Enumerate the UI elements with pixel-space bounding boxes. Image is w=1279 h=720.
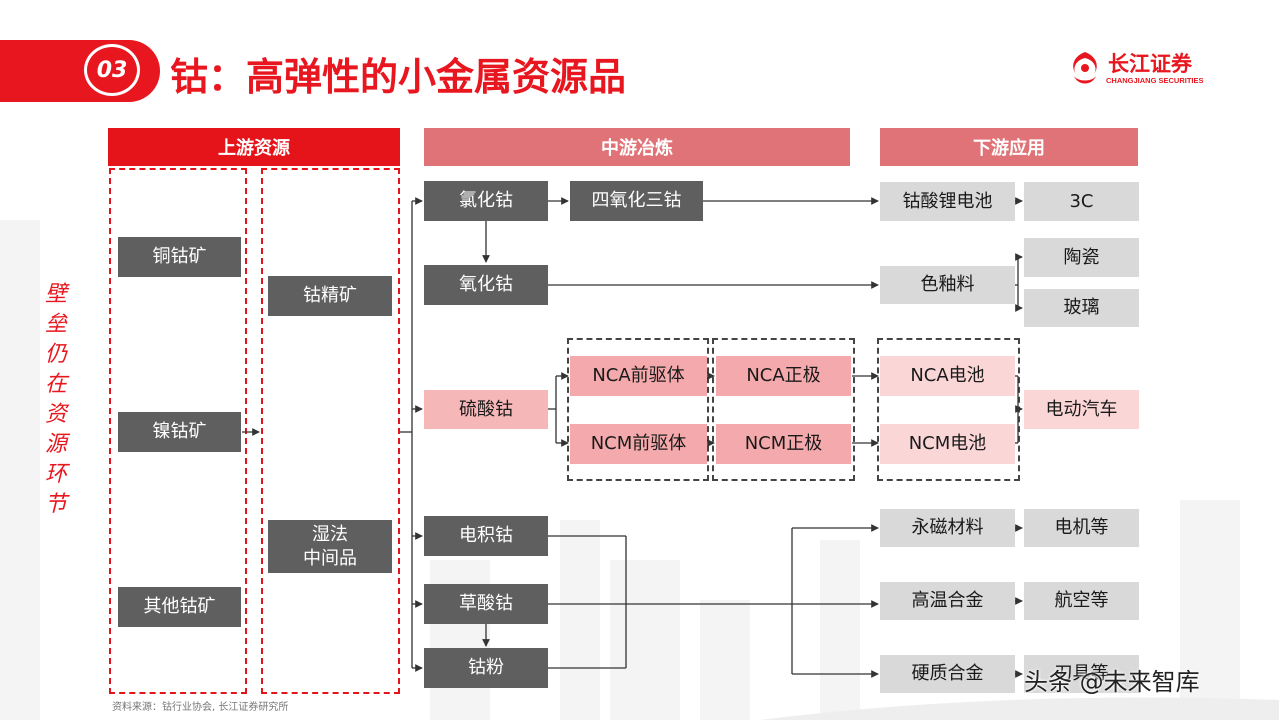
ncm-precursor: NCM前驱体 <box>570 424 707 464</box>
page-title: 钴：高弹性的小金属资源品 <box>170 55 627 99</box>
section-number-badge: 03 <box>84 44 140 96</box>
ore-nickel-cobalt: 镍钴矿 <box>118 412 241 452</box>
app-ceramics: 陶瓷 <box>1024 238 1139 277</box>
logo-english-name: CHANGJIANG SECURITIES <box>1106 76 1204 85</box>
logo-emblem-icon <box>1073 52 1097 84</box>
hydromet-intermediate: 湿法 中间品 <box>268 520 392 573</box>
app-aviation: 航空等 <box>1024 582 1139 620</box>
app-3c: 3C <box>1024 182 1139 221</box>
ore-group-frame <box>109 168 247 694</box>
app-glass: 玻璃 <box>1024 289 1139 327</box>
sidebar-char: 仍 <box>44 342 67 367</box>
app-tools: 刀具等 <box>1024 655 1139 693</box>
electrowon-cobalt: 电积钴 <box>424 516 548 556</box>
nca-battery: NCA电池 <box>880 356 1015 396</box>
logo-name: 长江证券 <box>1108 52 1192 76</box>
company-logo: 长江证券 CHANGJIANG SECURITIES <box>1066 48 1236 94</box>
permanent-magnet: 永磁材料 <box>880 509 1015 547</box>
cathode-group-frame <box>712 338 855 481</box>
cobalt-sulfate: 硫酸钴 <box>424 390 548 429</box>
cobalt-chloride: 氯化钴 <box>424 181 548 221</box>
sidebar-char: 节 <box>44 492 67 517</box>
upstream-header: 上游资源 <box>108 128 400 166</box>
midstream-header: 中游冶炼 <box>424 128 850 166</box>
app-electric-vehicle: 电动汽车 <box>1024 390 1139 429</box>
cobalt-tetroxide: 四氧化三钴 <box>570 181 703 221</box>
app-motor: 电机等 <box>1024 509 1139 547</box>
ncm-battery: NCM电池 <box>880 424 1015 464</box>
sidebar-char: 资 <box>44 402 67 427</box>
cobalt-oxide: 氧化钴 <box>424 265 548 305</box>
cobalt-powder: 钴粉 <box>424 648 548 688</box>
downstream-header: 下游应用 <box>880 128 1138 166</box>
ncm-cathode: NCM正极 <box>716 424 851 464</box>
cobalt-concentrate: 钴精矿 <box>268 276 392 316</box>
licoo2-battery: 钴酸锂电池 <box>880 182 1015 221</box>
cobalt-oxalate: 草酸钴 <box>424 584 548 624</box>
nca-cathode: NCA正极 <box>716 356 851 396</box>
sidebar-char: 环 <box>44 462 67 487</box>
sidebar-char: 垒 <box>44 312 67 337</box>
sidebar-char: 在 <box>44 372 67 397</box>
precursor-group-frame <box>567 338 709 481</box>
hard-alloy: 硬质合金 <box>880 655 1015 693</box>
source-note: 资料来源：钴行业协会, 长江证券研究所 <box>112 702 289 713</box>
nca-precursor: NCA前驱体 <box>570 356 707 396</box>
watermark: 头条 @未来智库 <box>1024 668 1200 696</box>
superalloy: 高温合金 <box>880 582 1015 620</box>
ore-copper-cobalt: 铜钴矿 <box>118 237 241 277</box>
sidebar-char: 壁 <box>44 282 67 307</box>
ore-other-cobalt: 其他钴矿 <box>118 587 241 627</box>
glaze-pigment: 色釉料 <box>880 266 1015 304</box>
intermediate-group-frame <box>261 168 400 694</box>
sidebar-vertical-text: 壁 垒 仍 在 资 源 环 节 <box>40 280 72 520</box>
sidebar-char: 源 <box>44 432 67 457</box>
